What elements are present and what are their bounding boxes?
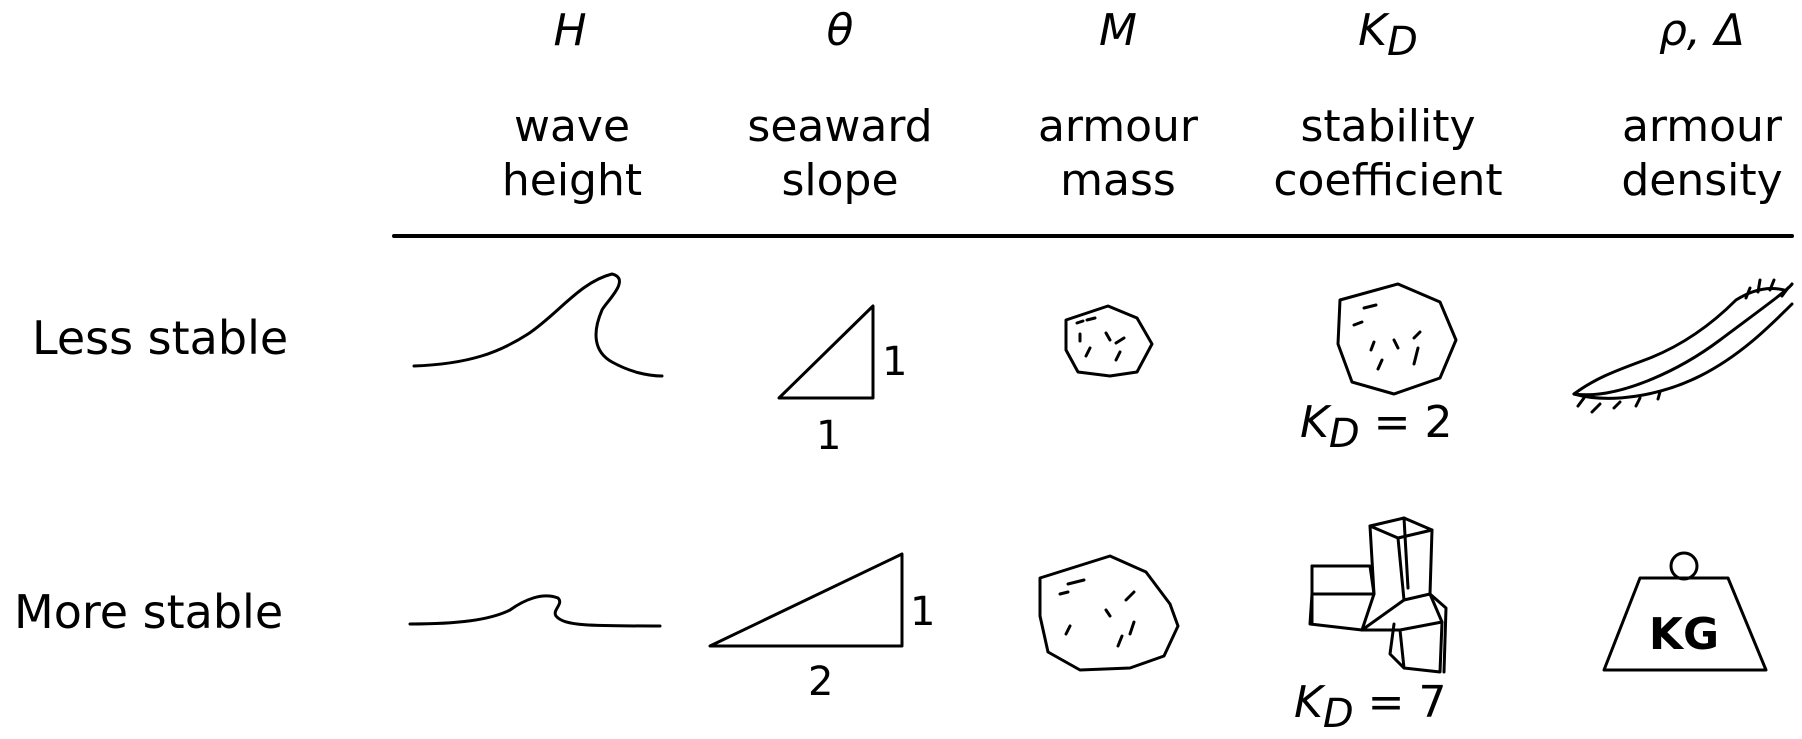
symbol-armour-density: ρ, Δ: [1658, 5, 1745, 56]
steep-slope-icon: [777, 304, 875, 400]
slope-run-label: 2: [808, 659, 834, 705]
small-rock-icon: [1064, 304, 1154, 378]
weight-icon: [1602, 551, 1768, 672]
slope-run-label: 1: [816, 413, 842, 459]
slope-rise-label: 1: [882, 339, 908, 385]
gentle-slope-icon: [708, 552, 904, 648]
interlocking-block-icon: [1308, 516, 1448, 674]
symbol-seaward-slope: θ: [826, 5, 854, 56]
symbol-wave-height: H: [553, 5, 587, 56]
small-wave-icon: [408, 594, 662, 628]
large-wave-icon: [412, 272, 664, 378]
slope-rise-label: 1: [910, 589, 936, 635]
symbol-armour-mass: M: [1099, 5, 1137, 56]
row-label-more-stable: More stable: [14, 585, 284, 639]
weight-label: KG: [1648, 609, 1720, 660]
symbol-stability-coefficient: KD: [1358, 5, 1418, 66]
feather-icon: [1572, 278, 1794, 414]
large-rock-icon: [1038, 554, 1180, 672]
kd-label: KD = 7: [1294, 677, 1447, 738]
row-label-less-stable: Less stable: [32, 311, 289, 365]
rough-rock-icon: [1336, 282, 1458, 396]
kd-label: KD = 2: [1300, 397, 1453, 458]
